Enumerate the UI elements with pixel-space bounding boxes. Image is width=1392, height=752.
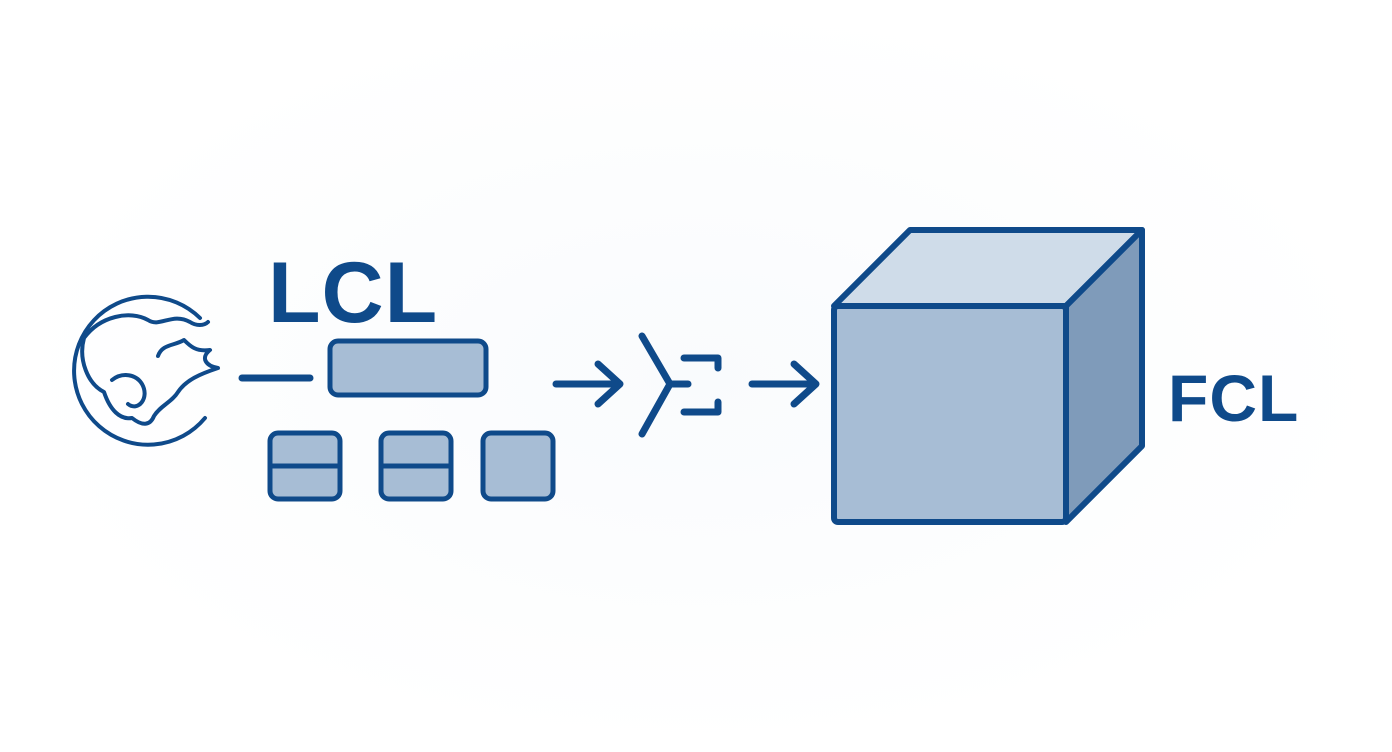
globe-icon: [72, 294, 220, 447]
small-box-icon: [267, 430, 343, 502]
lcl-label: LCL: [268, 245, 439, 341]
arrow-right-icon: [748, 360, 820, 408]
cube-front-face: [831, 303, 1069, 525]
container-cube-icon: [831, 227, 1145, 525]
cargo-bar-icon: [327, 338, 489, 398]
fcl-label: FCL: [1168, 361, 1300, 435]
small-box-icon: [480, 430, 556, 502]
arrow-right-icon: [552, 360, 624, 408]
merge-icon: [638, 332, 722, 438]
small-box-icon: [378, 430, 454, 502]
